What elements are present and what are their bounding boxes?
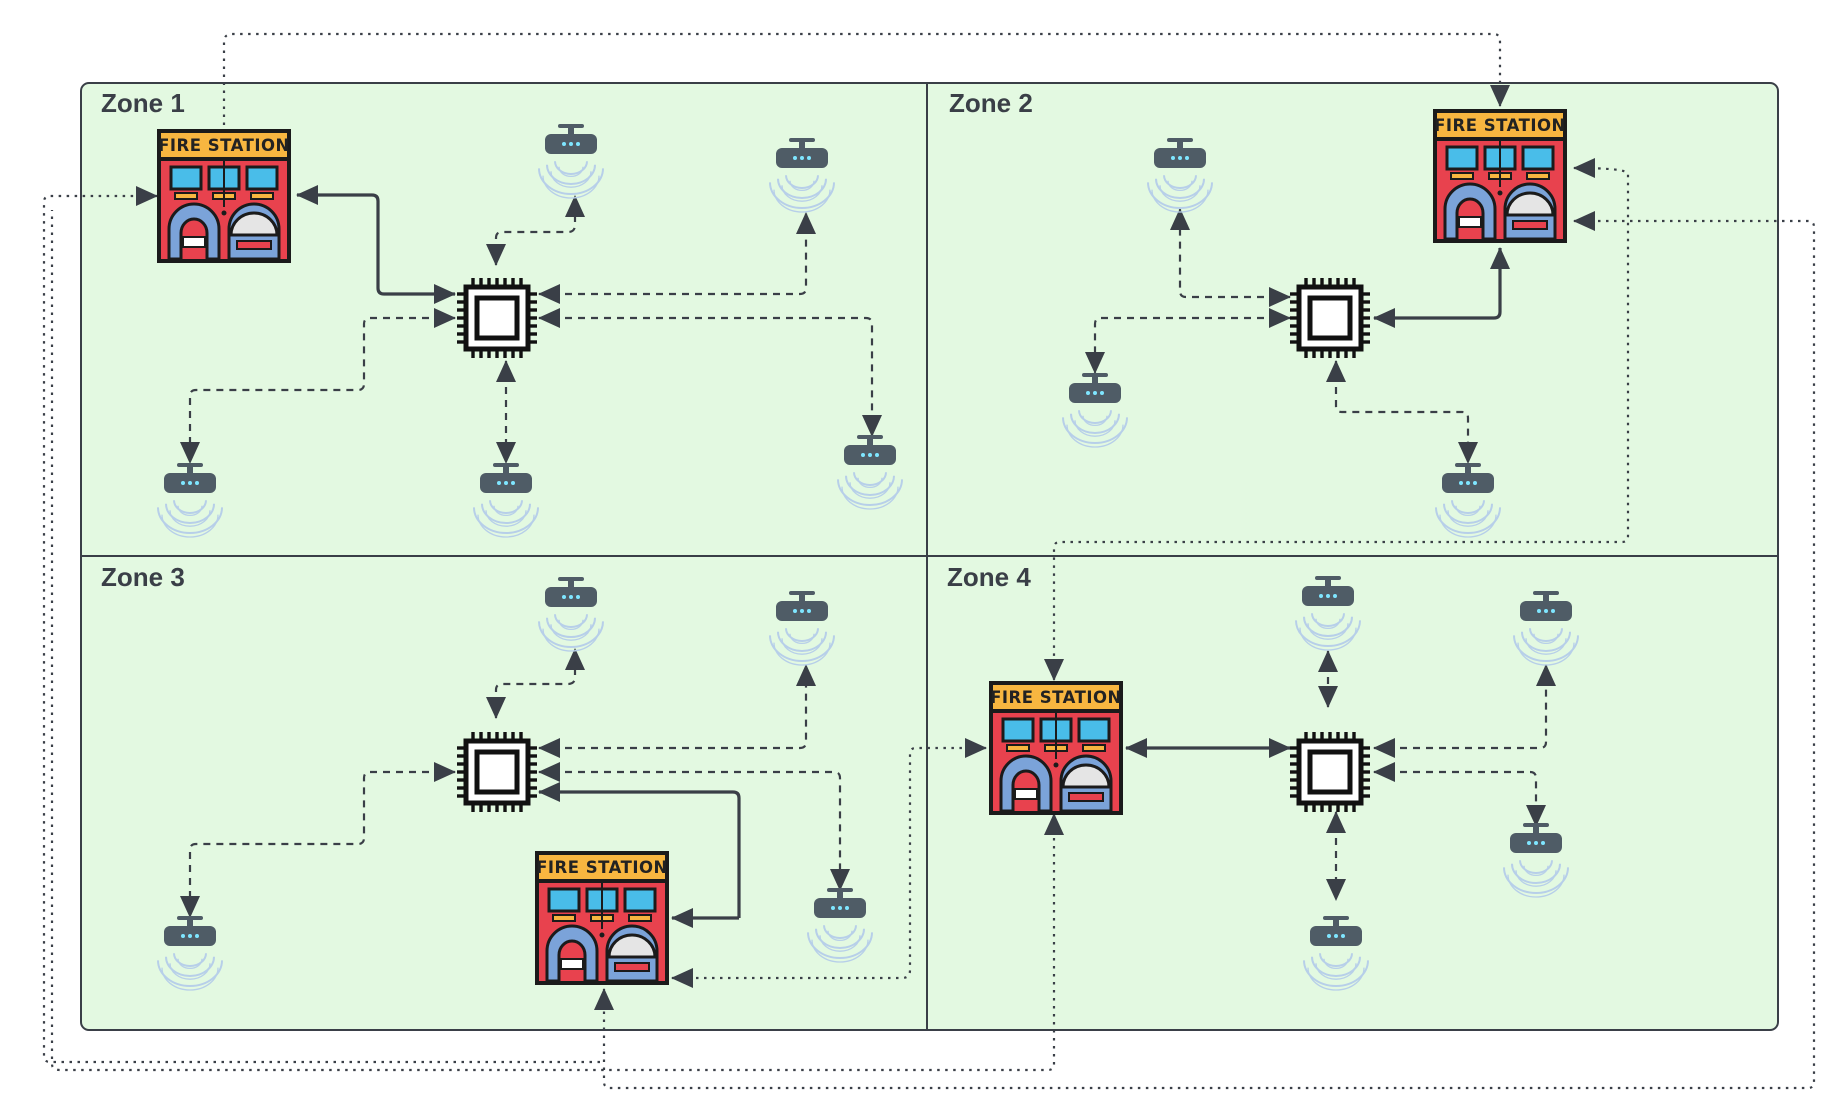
wireless-sensor-icon xyxy=(1295,576,1361,651)
zone-2-label: Zone 2 xyxy=(949,88,1033,118)
link-z1-controller-sensor-a xyxy=(486,195,585,266)
fire-station-label: FIRE STATION xyxy=(990,688,1122,707)
fire-station-label: FIRE STATION xyxy=(536,858,668,877)
wireless-sensor-icon xyxy=(1435,463,1501,538)
zone-4-label: Zone 4 xyxy=(947,562,1031,592)
link-station3-station1 xyxy=(42,186,600,1064)
zone-1-label: Zone 1 xyxy=(101,88,185,118)
wireless-sensor-icon xyxy=(1147,138,1213,213)
wireless-sensor-icon xyxy=(157,916,223,991)
links-layer xyxy=(42,32,1816,1090)
wireless-sensor-icon xyxy=(157,463,223,538)
wireless-sensor-icon xyxy=(1513,591,1579,666)
wireless-sensor-icon xyxy=(538,577,604,652)
link-z1-controller-sensor-c xyxy=(180,308,456,464)
link-z1-station-controller xyxy=(296,185,456,304)
wireless-sensor-icon xyxy=(1062,373,1128,448)
wireless-sensor-icon xyxy=(1303,916,1369,991)
fire-station-label: FIRE STATION xyxy=(158,136,290,155)
fire-station-icon: FIRE STATION xyxy=(157,129,291,263)
wireless-sensor-icon xyxy=(807,888,873,963)
fire-station-icon: FIRE STATION xyxy=(535,851,669,985)
microchip-icon xyxy=(1290,278,1370,358)
microchip-icon xyxy=(457,732,537,812)
wireless-sensor-icon xyxy=(769,591,835,666)
wireless-sensor-icon xyxy=(1503,823,1569,898)
wireless-sensor-icon xyxy=(473,463,539,538)
link-station3-station4 xyxy=(671,738,987,988)
wireless-sensor-icon xyxy=(769,138,835,213)
fire-station-label: FIRE STATION xyxy=(1434,116,1566,135)
wireless-sensor-icon xyxy=(538,124,604,199)
nodes-layer: FIRE STATION FIRE STATION FIRE STATION FIRE… xyxy=(157,109,1579,991)
microchip-icon xyxy=(1290,732,1370,812)
fire-station-icon: FIRE STATION xyxy=(989,681,1123,815)
link-station4-station1 xyxy=(50,210,1064,1072)
fire-station-icon: FIRE STATION xyxy=(1433,109,1567,243)
wireless-sensor-icon xyxy=(837,435,903,510)
link-z3-controller-sensor-a xyxy=(486,648,585,719)
microchip-icon xyxy=(457,278,537,358)
zone-3-label: Zone 3 xyxy=(101,562,185,592)
link-z3-controller-sensor-c xyxy=(180,762,456,918)
